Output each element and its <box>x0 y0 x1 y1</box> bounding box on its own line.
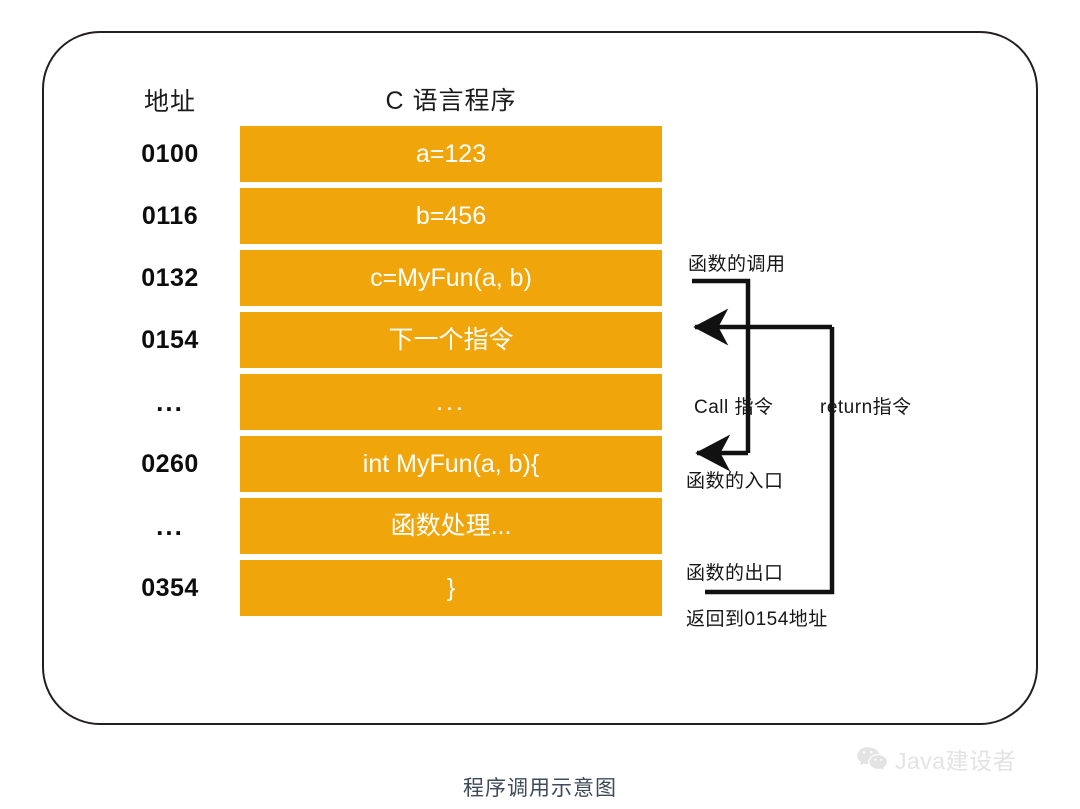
row-address: 0154 <box>141 326 199 354</box>
column-header-program: C 语言程序 <box>385 87 517 115</box>
watermark: Java建设者 <box>856 742 1016 776</box>
row-address: ... <box>156 387 184 417</box>
row-instruction: } <box>240 560 662 616</box>
annotation-function-exit: 函数的出口 <box>686 563 784 584</box>
row-address: ... <box>156 511 184 541</box>
column-header-address: 地址 <box>143 88 196 116</box>
row-instruction: a=123 <box>240 126 662 182</box>
row-address: 0132 <box>141 264 199 292</box>
annotation-return-target: 返回到0154地址 <box>686 609 828 630</box>
wechat-bubbles-icon <box>857 747 887 771</box>
row-address: 0260 <box>141 450 199 478</box>
diagram-caption: 程序调用示意图 <box>463 777 617 800</box>
row-address: 0354 <box>141 574 199 602</box>
annotation-function-call: 函数的调用 <box>688 254 786 275</box>
row-instruction: c=MyFun(a, b) <box>240 250 662 306</box>
row-instruction: ... <box>240 374 662 430</box>
annotation-call-instruction: Call 指令 <box>694 397 774 418</box>
row-instruction: b=456 <box>240 188 662 244</box>
row-instruction: 下一个指令 <box>240 312 662 368</box>
watermark-label: Java建设者 <box>895 748 1017 774</box>
row-address: 0100 <box>141 140 199 168</box>
row-address: 0116 <box>141 202 199 230</box>
annotation-function-entry: 函数的入口 <box>686 471 784 492</box>
annotation-return-instruction: return指令 <box>820 397 912 418</box>
row-instruction: 函数处理... <box>240 498 662 554</box>
row-instruction: int MyFun(a, b){ <box>240 436 662 492</box>
